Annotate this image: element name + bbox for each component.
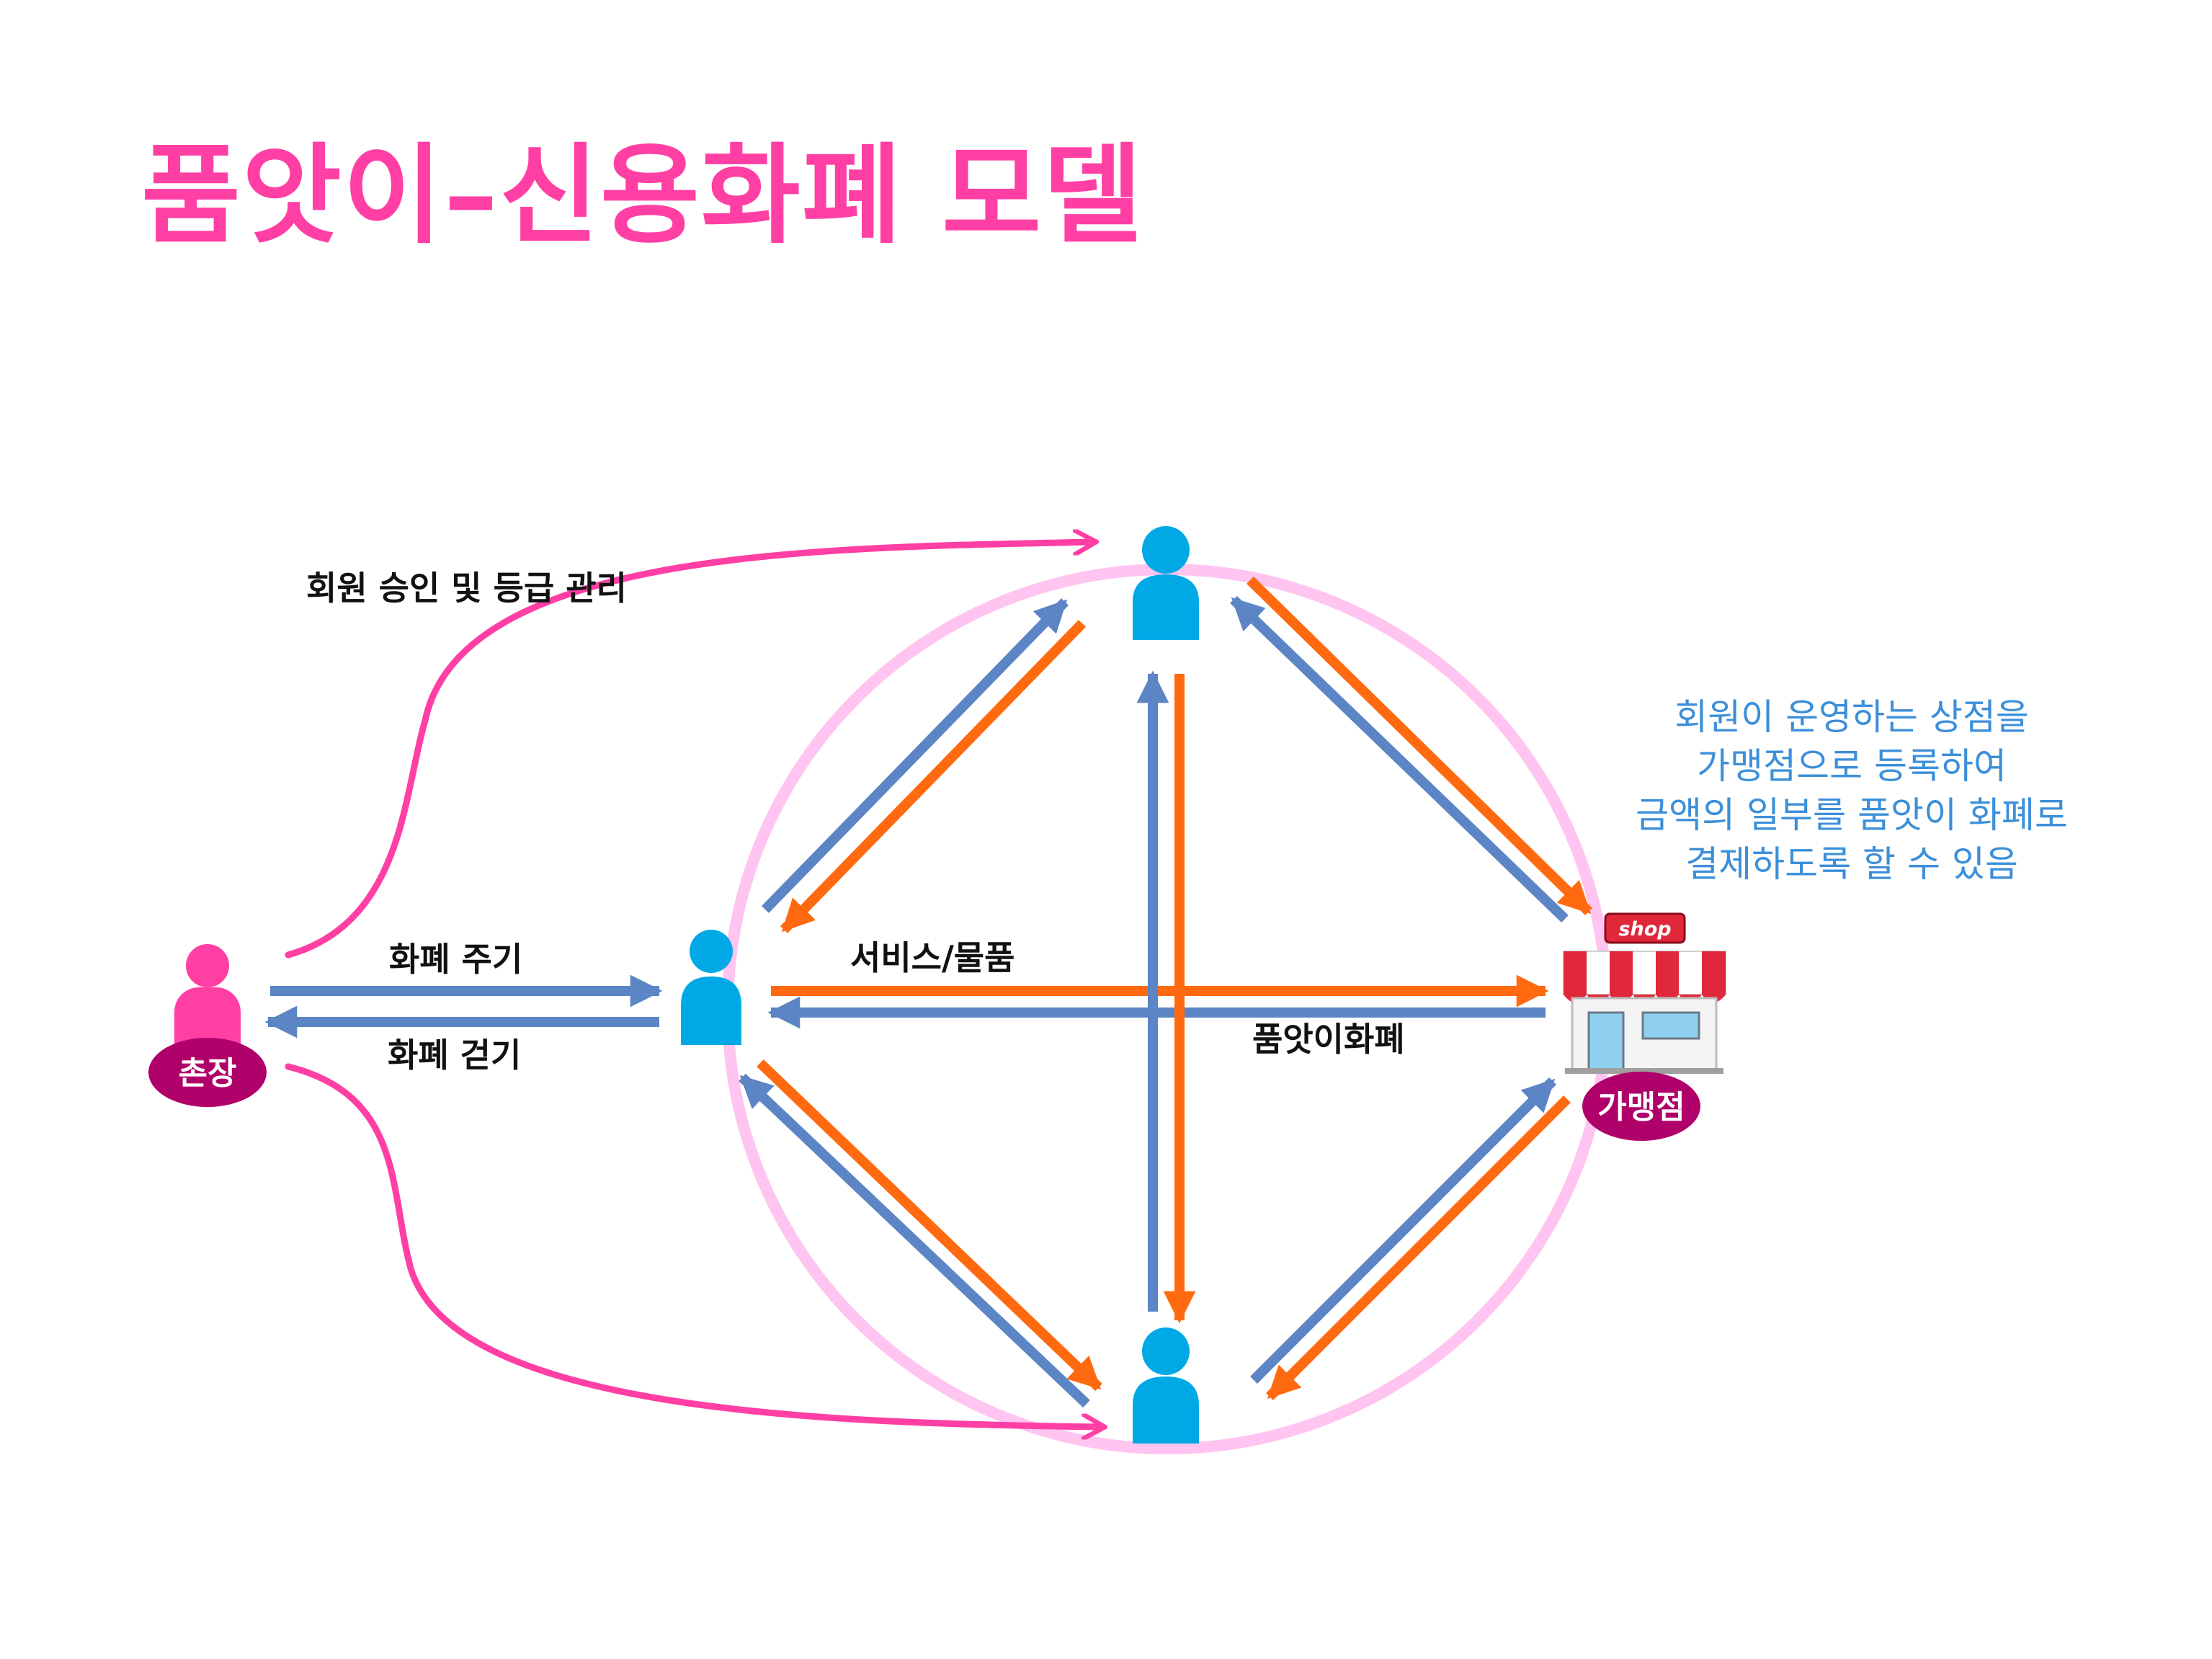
top-to-left-orange-arrow — [780, 620, 1087, 933]
top-to-store-orange-arrow — [1247, 576, 1592, 916]
left-to-bottom-orange-arrow — [757, 1059, 1102, 1392]
give-currency-label: 화폐 주기 — [389, 940, 522, 979]
store-to-bottom-orange-arrow — [1266, 1095, 1571, 1400]
person-icon — [1133, 526, 1199, 640]
note-line-2: 가맹점으로 등록하여 — [1697, 745, 2007, 787]
store-note: 회원이 운영하는 상점을 가맹점으로 등록하여 금액의 일부를 품앗이 화폐로 … — [1636, 696, 2068, 885]
bottom-to-left-blue-arrow — [739, 1073, 1090, 1408]
person-icon — [681, 930, 741, 1045]
note-line-4: 결제하도록 할 수 있음 — [1685, 843, 2018, 885]
chief-node: 촌장 — [148, 944, 267, 1107]
member-top-node — [1133, 526, 1199, 640]
store-badge — [1582, 1072, 1700, 1141]
member-left-node — [681, 930, 741, 1045]
collect-currency-label: 화폐 걷기 — [388, 1036, 521, 1075]
note-line-1: 회원이 운영하는 상점을 — [1674, 696, 2029, 738]
approval-label: 회원 승인 및 등급 관리 — [306, 569, 627, 608]
shop-icon: shop — [1563, 912, 1726, 1074]
chief-badge — [148, 1038, 267, 1107]
approval-arrow-bottom — [285, 1063, 1102, 1427]
chief-label: 촌장 — [179, 1055, 237, 1092]
store-label: 가맹점 — [1597, 1089, 1685, 1126]
service-goods-label: 서비스/물품 — [850, 938, 1014, 977]
approval-arrow-top — [285, 542, 1094, 959]
store-to-top-blue-arrow — [1230, 595, 1569, 923]
store-node: shop 가맹점 — [1563, 912, 1726, 1141]
person-icon — [1133, 1327, 1199, 1444]
bottom-to-store-blue-arrow — [1250, 1077, 1556, 1384]
page-title: 품앗이–신용화폐 모델 — [141, 133, 1144, 259]
pumasi-currency-label: 품앗이화폐 — [1252, 1020, 1405, 1059]
left-to-top-blue-arrow — [761, 598, 1069, 913]
shop-sign-text: shop — [1618, 918, 1671, 940]
note-line-3: 금액의 일부를 품앗이 화폐로 — [1636, 794, 2068, 836]
member-bottom-node — [1133, 1327, 1199, 1444]
